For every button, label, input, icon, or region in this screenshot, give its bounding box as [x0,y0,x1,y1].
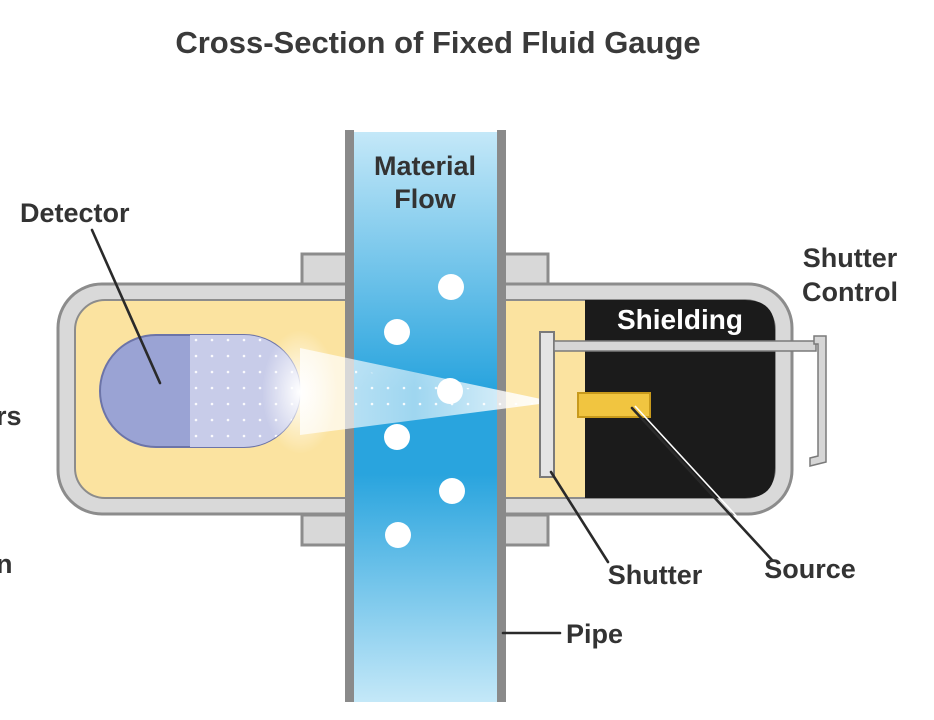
particle [384,319,410,345]
radiation-source [577,392,651,418]
source-leader-line-highlight [634,405,776,559]
upper-right-flange [498,252,550,286]
particle [437,378,463,404]
particle [384,424,410,450]
label-detector: Detector [20,198,130,228]
label-cut-left-2: n [0,549,13,579]
label-material-flow-line2: Flow [394,184,456,214]
particle [438,274,464,300]
label-shutter-control-line2: Control [802,277,898,307]
source-leader-line [630,406,774,562]
particle [385,522,411,548]
material-particles [384,274,465,548]
lower-left-flange [300,513,354,547]
shutter-leader-line [549,470,610,564]
beam-glow [262,330,338,454]
label-material-flow-line1: Material [374,151,476,181]
detector-leader-line [90,228,162,385]
shutter-control-rod [553,340,817,352]
shutter-control-handle [809,335,827,467]
diagram-title: Cross-Section of Fixed Fluid Gauge [175,25,700,60]
lower-right-flange [498,513,550,547]
particle [439,478,465,504]
label-shutter-control-line1: Shutter [803,243,898,273]
label-source: Source [764,554,856,584]
upper-left-flange [300,252,354,286]
pipe-right-wall [497,130,506,702]
label-pipe: Pipe [566,619,623,649]
label-shielding: Shielding [617,304,743,335]
shutter-plate [539,331,555,478]
label-shutter: Shutter [608,560,703,590]
label-cut-left-1: rs [0,401,22,431]
